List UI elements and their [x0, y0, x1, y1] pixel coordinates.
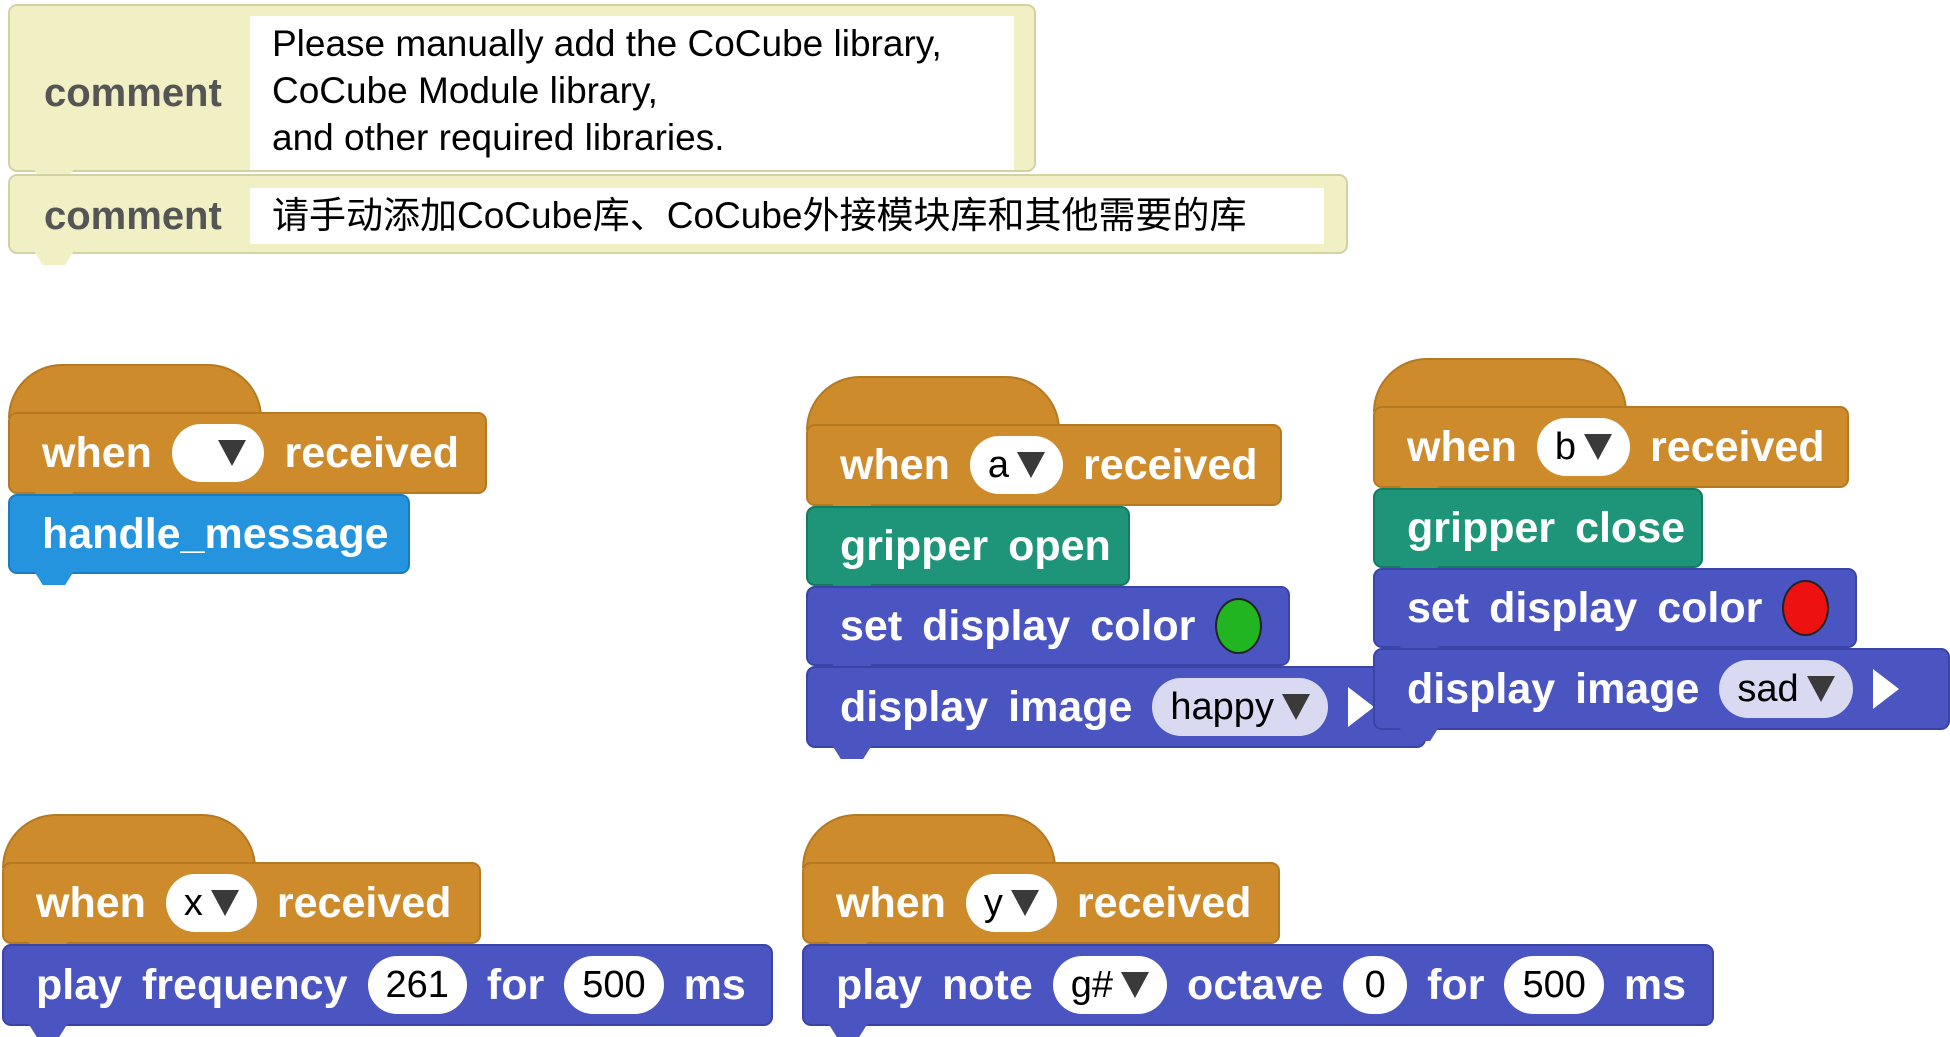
- block-notch: [28, 1023, 68, 1037]
- display-image-block[interactable]: display image sad: [1373, 648, 1950, 741]
- note-value: g#: [1070, 964, 1114, 1006]
- message-value: a: [987, 444, 1010, 486]
- unit-label: ms: [683, 960, 746, 1009]
- handle-message-block[interactable]: handle_message: [8, 494, 410, 585]
- color-swatch[interactable]: [1782, 580, 1829, 636]
- gripper-close-label: gripper close: [1407, 503, 1686, 552]
- dropdown-arrow-icon: [1121, 972, 1150, 998]
- received-label: received: [1076, 878, 1252, 927]
- dropdown-arrow-icon: [1584, 434, 1613, 460]
- expand-arrow-icon[interactable]: [1347, 687, 1374, 727]
- dropdown-arrow-icon: [218, 440, 247, 466]
- display-image-label: display image: [840, 682, 1133, 731]
- when-a-received-hat-block[interactable]: when a received: [806, 424, 1282, 517]
- frequency-input[interactable]: 261: [367, 956, 467, 1014]
- when-y-received-hat-block[interactable]: when y received: [802, 862, 1280, 955]
- display-image-block[interactable]: display image happy: [806, 666, 1426, 759]
- play-frequency-label: play frequency: [36, 960, 348, 1009]
- message-dropdown[interactable]: a: [969, 436, 1064, 494]
- comment-block-english[interactable]: comment Please manually add the CoCube l…: [8, 4, 1036, 183]
- dropdown-arrow-icon: [210, 890, 239, 916]
- color-swatch[interactable]: [1215, 598, 1262, 654]
- when-x-received-hat-block[interactable]: when x received: [2, 862, 481, 955]
- image-value: sad: [1737, 668, 1799, 710]
- image-dropdown[interactable]: happy: [1152, 678, 1328, 736]
- when-label: when: [42, 428, 152, 477]
- block-notch: [34, 251, 74, 265]
- dropdown-arrow-icon: [1806, 676, 1835, 702]
- hat-cap: [802, 814, 1056, 868]
- message-dropdown[interactable]: x: [165, 874, 257, 932]
- duration-input[interactable]: 500: [564, 956, 664, 1014]
- play-note-block[interactable]: play note g# octave 0 for 500 ms: [802, 944, 1714, 1037]
- hat-cap: [2, 814, 256, 868]
- for-label: for: [1427, 960, 1485, 1009]
- image-dropdown[interactable]: sad: [1719, 660, 1853, 718]
- duration-input[interactable]: 500: [1504, 956, 1604, 1014]
- comment-text-field[interactable]: 请手动添加CoCube库、CoCube外接模块库和其他需要的库: [250, 188, 1324, 244]
- when-label: when: [36, 878, 146, 927]
- note-dropdown[interactable]: g#: [1052, 956, 1168, 1014]
- received-label: received: [1650, 422, 1825, 471]
- comment-label: comment: [44, 194, 222, 238]
- hat-cap: [8, 364, 262, 418]
- unit-label: ms: [1623, 960, 1686, 1009]
- display-image-label: display image: [1407, 664, 1700, 713]
- block-notch: [832, 745, 872, 759]
- message-value: x: [183, 882, 203, 924]
- set-display-color-block[interactable]: set display color: [806, 586, 1290, 677]
- message-dropdown[interactable]: y: [965, 874, 1057, 932]
- image-value: happy: [1170, 686, 1274, 728]
- received-label: received: [1083, 440, 1258, 489]
- play-frequency-block[interactable]: play frequency 261 for 500 ms: [2, 944, 773, 1037]
- octave-label: octave: [1187, 960, 1324, 1009]
- play-note-label: play note: [836, 960, 1033, 1009]
- when-label: when: [840, 440, 950, 489]
- block-notch: [828, 1023, 868, 1037]
- handle-message-label: handle_message: [42, 509, 389, 558]
- when-received-hat-block[interactable]: when received: [8, 412, 487, 505]
- expand-arrow-icon[interactable]: [1872, 669, 1899, 709]
- gripper-open-label: gripper open: [840, 521, 1111, 570]
- received-label: received: [284, 428, 459, 477]
- gripper-open-block[interactable]: gripper open: [806, 506, 1130, 597]
- set-display-color-block[interactable]: set display color: [1373, 568, 1857, 659]
- received-label: received: [276, 878, 452, 927]
- hat-cap: [806, 376, 1060, 430]
- dropdown-arrow-icon: [1010, 890, 1039, 916]
- message-value: b: [1554, 426, 1577, 468]
- octave-input[interactable]: 0: [1343, 956, 1408, 1014]
- block-notch: [1399, 727, 1439, 741]
- gripper-close-block[interactable]: gripper close: [1373, 488, 1703, 579]
- comment-label: comment: [44, 71, 222, 115]
- message-dropdown[interactable]: b: [1536, 418, 1631, 476]
- block-notch: [34, 571, 74, 585]
- comment-text-field[interactable]: Please manually add the CoCube library, …: [250, 16, 1014, 170]
- comment-block-chinese[interactable]: comment 请手动添加CoCube库、CoCube外接模块库和其他需要的库: [8, 174, 1348, 265]
- dropdown-arrow-icon: [1017, 452, 1046, 478]
- set-display-color-label: set display color: [1407, 583, 1763, 632]
- dropdown-arrow-icon: [1281, 694, 1310, 720]
- when-label: when: [836, 878, 946, 927]
- message-dropdown[interactable]: [171, 424, 265, 482]
- when-label: when: [1407, 422, 1517, 471]
- when-b-received-hat-block[interactable]: when b received: [1373, 406, 1849, 499]
- for-label: for: [486, 960, 545, 1009]
- hat-cap: [1373, 358, 1627, 412]
- message-value: y: [983, 882, 1003, 924]
- set-display-color-label: set display color: [840, 601, 1196, 650]
